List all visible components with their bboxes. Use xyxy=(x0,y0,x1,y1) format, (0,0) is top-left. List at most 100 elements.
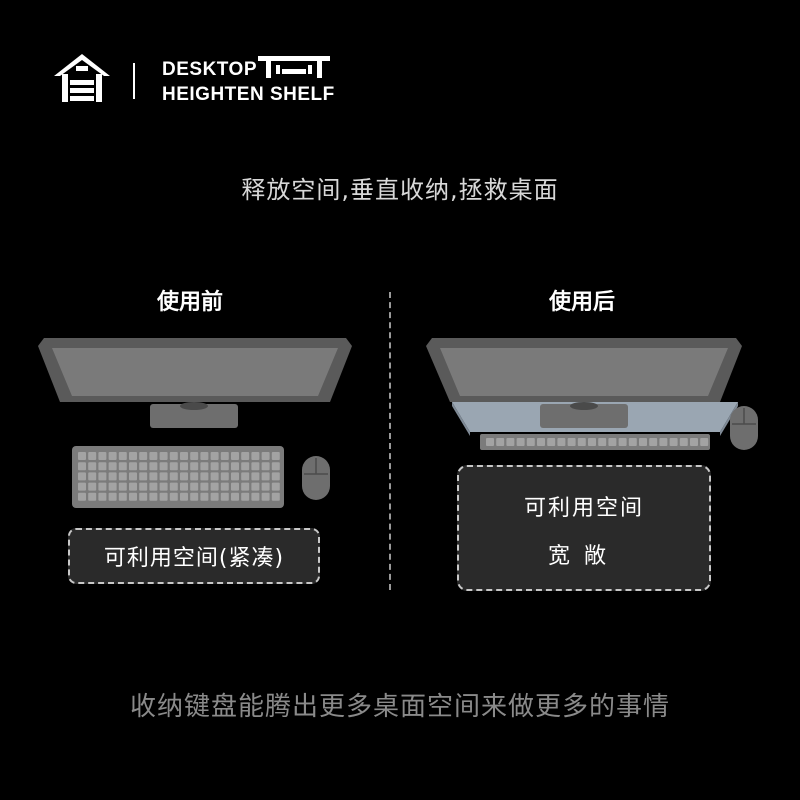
keyboard-key xyxy=(241,462,250,471)
keyboard-key xyxy=(190,452,199,460)
keyboard-key xyxy=(190,462,199,471)
keyboard-key xyxy=(220,472,229,481)
keyboard-key xyxy=(190,472,199,481)
keyboard-key xyxy=(180,472,188,481)
keyboard-key xyxy=(271,482,280,491)
keyboard-key xyxy=(537,438,545,446)
label-before: 使用前 xyxy=(156,290,223,315)
keyboard-key xyxy=(496,438,505,446)
keyboard-key xyxy=(210,452,219,460)
keyboard-key xyxy=(261,472,270,481)
keyboard-key xyxy=(78,472,86,481)
footer-caption: 收纳键盘能腾出更多桌面空间来做更多的事情 xyxy=(129,692,670,722)
brand-line2: HEIGHTEN SHELF xyxy=(162,84,335,105)
keyboard-key xyxy=(149,462,158,471)
keyboard-key xyxy=(159,462,168,471)
keyboard-key xyxy=(78,452,86,460)
keyboard-key xyxy=(98,462,107,471)
keyboard-key xyxy=(618,438,627,446)
keyboard-key xyxy=(241,472,250,481)
keyboard-key xyxy=(251,472,260,481)
keyboard-key xyxy=(220,462,229,471)
keyboard-key xyxy=(129,492,137,501)
keyboard-key xyxy=(149,492,158,501)
keyboard-key xyxy=(88,482,97,491)
keyboard-key xyxy=(210,482,219,491)
keyboard-key xyxy=(139,452,148,460)
keyboard-key xyxy=(190,482,199,491)
keyboard-key xyxy=(88,492,97,501)
keyboard-key xyxy=(108,472,117,481)
header-divider xyxy=(133,63,135,99)
keyboard-key xyxy=(159,482,168,491)
keyboard-key xyxy=(98,452,107,460)
label-after: 使用后 xyxy=(548,290,615,315)
keyboard-key xyxy=(200,472,209,481)
keyboard-key xyxy=(200,482,209,491)
keyboard-key xyxy=(180,482,188,491)
keyboard-key xyxy=(139,482,148,491)
keyboard-key xyxy=(628,438,637,446)
keyboard-key xyxy=(118,472,127,481)
keyboard-key xyxy=(567,438,576,446)
keyboard-key xyxy=(118,452,127,460)
keyboard-key xyxy=(251,452,260,460)
slogan: 释放空间,垂直收纳,拯救桌面 xyxy=(241,176,559,204)
brand-line1: DESKTOP xyxy=(162,59,258,80)
keyboard-key xyxy=(526,438,535,446)
keyboard-key xyxy=(98,492,107,501)
keyboard-key xyxy=(180,492,188,501)
keyboard-key xyxy=(271,462,280,471)
keyboard-key xyxy=(516,438,525,446)
keyboard-key xyxy=(220,492,229,501)
keyboard-key xyxy=(108,482,117,491)
keyboard-key xyxy=(231,492,239,501)
keyboard-key xyxy=(231,452,239,460)
keyboard-key xyxy=(139,462,148,471)
keyboard-key xyxy=(118,482,127,491)
keyboard-key xyxy=(608,438,617,446)
keyboard-key xyxy=(557,438,566,446)
keyboard-key xyxy=(210,462,219,471)
keyboard-key xyxy=(210,492,219,501)
keyboard-key xyxy=(588,438,596,446)
keyboard-key xyxy=(261,482,270,491)
space-title-after: 可利用空间 xyxy=(523,496,644,521)
keyboard-key xyxy=(700,438,709,446)
keyboard-key xyxy=(149,482,158,491)
keyboard-before xyxy=(72,446,284,508)
keyboard-key xyxy=(78,462,86,471)
keyboard-key xyxy=(251,462,260,471)
keyboard-key xyxy=(190,492,199,501)
keyboard-key xyxy=(271,492,280,501)
keyboard-key xyxy=(200,462,209,471)
keyboard-key xyxy=(486,438,494,446)
keyboard-key xyxy=(98,472,107,481)
keyboard-key xyxy=(261,462,270,471)
keyboard-key xyxy=(547,438,556,446)
keyboard-key xyxy=(108,452,117,460)
keyboard-key xyxy=(251,482,260,491)
keyboard-key xyxy=(251,492,260,501)
keyboard-key xyxy=(210,472,219,481)
keyboard-key xyxy=(220,482,229,491)
keyboard-key xyxy=(169,452,178,460)
monitor-before xyxy=(38,338,352,428)
keyboard-key xyxy=(88,472,97,481)
keyboard-key xyxy=(129,462,137,471)
keyboard-key xyxy=(169,472,178,481)
keyboard-key xyxy=(241,482,250,491)
keyboard-key xyxy=(88,462,97,471)
monitor-after xyxy=(426,338,742,402)
keyboard-key xyxy=(159,472,168,481)
keyboard-key xyxy=(690,438,698,446)
keyboard-key xyxy=(118,492,127,501)
keyboard-key xyxy=(231,462,239,471)
house-shelf-icon xyxy=(54,54,110,102)
keyboard-key xyxy=(669,438,678,446)
keyboard-key xyxy=(231,472,239,481)
keyboard-key xyxy=(241,452,250,460)
keyboard-key xyxy=(118,462,127,471)
space-box-after xyxy=(457,465,711,591)
